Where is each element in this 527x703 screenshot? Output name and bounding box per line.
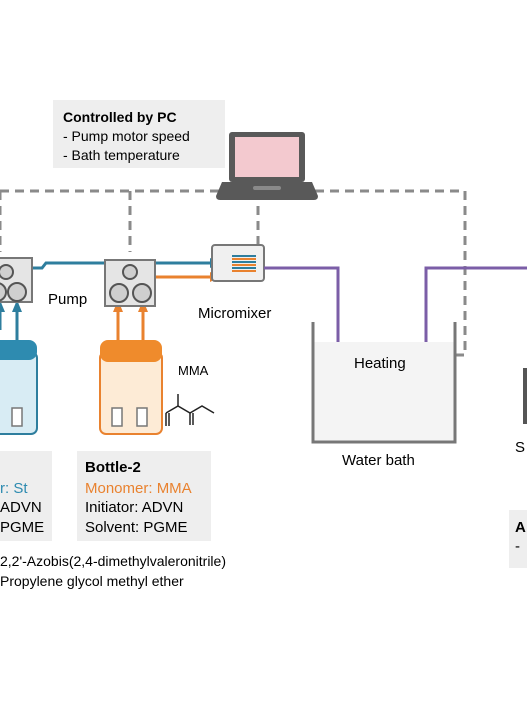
mma-label: MMA	[178, 363, 209, 378]
right-partial-dash: -	[515, 538, 520, 555]
footnote-pgme: Propylene glycol methyl ether	[0, 573, 184, 589]
water-bath-label: Water bath	[342, 452, 415, 469]
micromixer-chip	[211, 244, 265, 282]
pc-info-box: Controlled by PC - Pump motor speed - Ba…	[53, 100, 225, 168]
laptop-icon	[216, 132, 318, 200]
bottle2-initiator: Initiator: ADVN	[85, 499, 183, 516]
right-partial-s: S	[515, 439, 525, 456]
bottle2-solvent: Solvent: PGME	[85, 519, 188, 536]
bottle2-info-box: Bottle-2 Monomer: MMA Initiator: ADVN So…	[77, 451, 211, 541]
pc-box-line1: - Pump motor speed	[63, 128, 190, 144]
pc-box-title: Controlled by PC	[63, 109, 177, 125]
bottle-2	[99, 340, 163, 435]
water-bath: Heating	[311, 322, 457, 444]
bottle2-monomer: Monomer: MMA	[85, 480, 192, 497]
footnote-advn: 2,2'-Azobis(2,4-dimethylvaleronitrile)	[0, 553, 226, 569]
bottle1-initiator: ADVN	[0, 499, 42, 516]
pc-box-line2: - Bath temperature	[63, 147, 180, 163]
right-partial-device	[523, 368, 527, 424]
bottle1-info-box: r: St ADVN PGME	[0, 451, 52, 541]
right-partial-a: A	[515, 519, 526, 536]
pump-2	[104, 259, 156, 307]
heating-label: Heating	[354, 355, 406, 372]
bottle1-monomer: r: St	[0, 480, 28, 497]
mma-structure-icon	[165, 394, 215, 426]
bottle1-solvent: PGME	[0, 519, 44, 536]
micromixer-label: Micromixer	[198, 305, 271, 322]
pump-1	[0, 257, 33, 303]
pump-label: Pump	[48, 291, 87, 308]
bottle-1	[0, 340, 38, 435]
bottle2-title: Bottle-2	[85, 459, 141, 476]
teal-arrowhead-up2	[12, 300, 22, 312]
right-partial-box	[509, 510, 527, 568]
